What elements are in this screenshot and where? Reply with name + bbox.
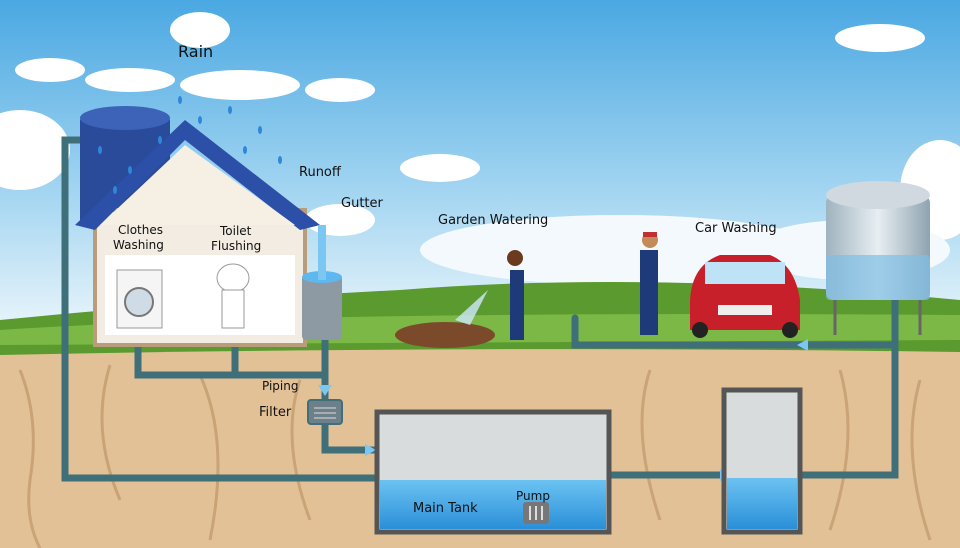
label-filter: Filter: [259, 405, 292, 420]
label-garden-watering: Garden Watering: [438, 213, 548, 228]
label-pump: Pump: [516, 489, 550, 503]
gardener: [507, 250, 524, 340]
label-runoff: Runoff: [299, 165, 342, 180]
label-piping: Piping: [262, 379, 298, 393]
secondary-tank-water: [727, 478, 797, 529]
label-clothes-washing: Clothes: [118, 223, 163, 237]
label-car-washing: Car Washing: [695, 221, 777, 236]
car-washer: [640, 232, 658, 335]
label-toilet-flushing-2: Flushing: [211, 239, 261, 253]
toilet-icon: [216, 263, 250, 329]
pump-icon: [523, 502, 549, 524]
washing-machine-icon: [116, 269, 163, 329]
storage-tower: [826, 181, 930, 335]
soil-bed: [395, 322, 495, 348]
main-tank-water: [380, 480, 606, 529]
garden: [395, 250, 524, 348]
roof: [75, 120, 320, 230]
label-clothes-washing-2: Washing: [113, 238, 164, 252]
car-icon: [690, 255, 800, 338]
house: [75, 120, 320, 347]
label-toilet-flushing: Toilet: [219, 224, 252, 238]
label-main-tank: Main Tank: [413, 501, 478, 516]
secondary-tank: [721, 387, 803, 535]
label-rain: Rain: [178, 42, 213, 61]
water-spray: [455, 290, 488, 325]
filter-icon: [307, 399, 343, 425]
gutter-barrel: [302, 225, 342, 340]
rain-drops: [98, 96, 282, 194]
main-tank: [374, 409, 612, 535]
label-gutter: Gutter: [341, 196, 384, 211]
soil-texture: [18, 364, 932, 548]
